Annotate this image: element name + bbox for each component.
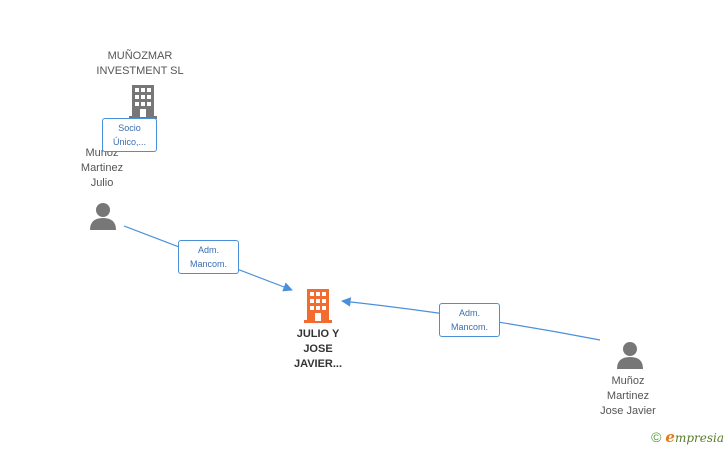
node-munozmar-label-line2: INVESTMENT SL xyxy=(96,65,184,77)
copyright-icon: © xyxy=(651,429,662,445)
node-jose-javier-label-line2: Martinez xyxy=(606,390,650,402)
edge-label-adm1-line1: Adm. xyxy=(197,245,219,255)
node-main-label-line2: JOSE xyxy=(303,343,333,355)
edge-label-socio-line2: Único,... xyxy=(112,137,146,147)
person-icon[interactable] xyxy=(89,202,117,230)
edge-label-socio-unico[interactable]: Socio Único,... xyxy=(102,118,157,152)
edge-label-adm-mancom-julio[interactable]: Adm. Mancom. xyxy=(178,240,239,274)
node-munozmar-label[interactable]: MUÑOZMAR INVESTMENT SL xyxy=(90,49,190,79)
edge-label-adm2-line2: Mancom. xyxy=(450,322,488,332)
brand-logo-text: mpresia xyxy=(674,431,724,445)
edge-label-adm2-line1: Adm. xyxy=(458,308,480,318)
node-jose-javier-label-line1: Muñoz xyxy=(611,375,645,387)
node-jose-javier-label-line3: Jose Javier xyxy=(600,405,656,417)
building-icon[interactable] xyxy=(304,289,332,323)
node-main-label-line3: JAVIER... xyxy=(293,358,343,370)
node-munozmar-label-line1: MUÑOZMAR xyxy=(107,50,173,62)
node-julio-label[interactable]: Muñoz Martinez Julio xyxy=(62,146,142,191)
edge-label-adm-mancom-jose-javier[interactable]: Adm. Mancom. xyxy=(439,303,500,337)
building-icon[interactable] xyxy=(129,85,157,119)
brand-logo-e: e xyxy=(665,428,675,446)
node-main-label[interactable]: JULIO Y JOSE JAVIER... xyxy=(273,327,363,372)
node-main-label-line1: JULIO Y xyxy=(296,328,340,340)
brand-footer: © empresia xyxy=(651,428,724,446)
node-julio-label-line3: Julio xyxy=(90,177,114,189)
brand-logo: empresia xyxy=(665,428,724,446)
node-julio-label-line2: Martinez xyxy=(80,162,124,174)
edge-label-adm1-line2: Mancom. xyxy=(189,259,227,269)
edge-label-socio-line1: Socio xyxy=(118,123,141,133)
node-jose-javier-label[interactable]: Muñoz Martinez Jose Javier xyxy=(583,374,673,419)
person-icon[interactable] xyxy=(616,341,644,369)
